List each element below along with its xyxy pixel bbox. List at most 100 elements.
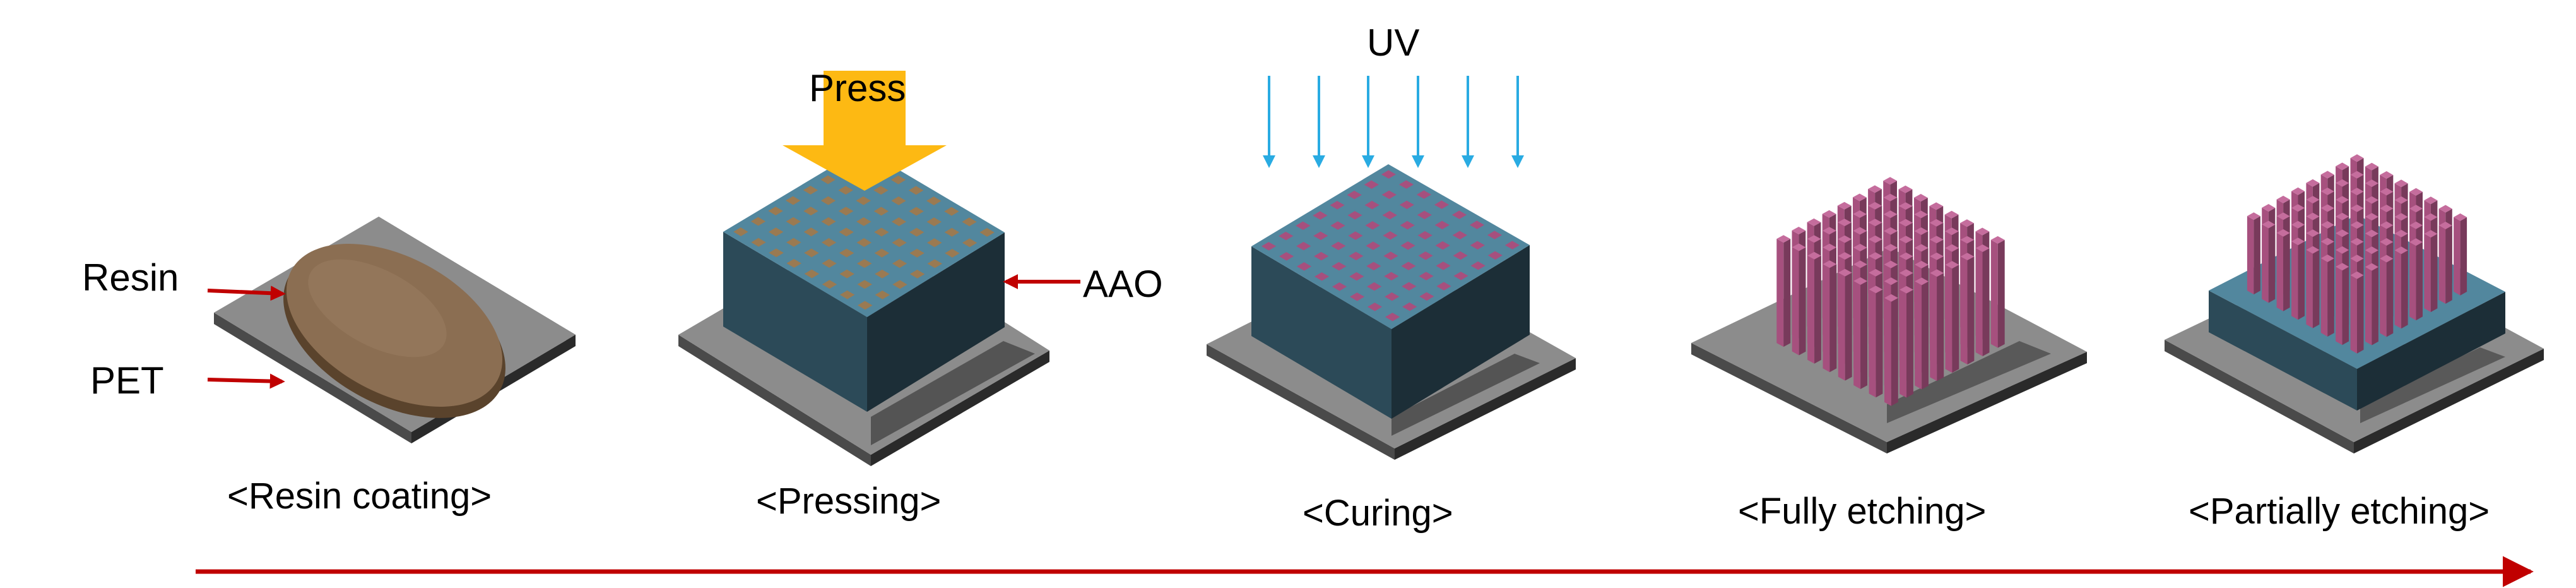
pillar	[2350, 221, 2364, 229]
pillar	[1914, 194, 1928, 201]
pillar	[2276, 212, 2290, 220]
pillar	[2298, 241, 2305, 320]
pillar	[1899, 219, 1913, 227]
pore	[892, 238, 907, 248]
pillar	[1807, 218, 1821, 226]
pore	[1383, 231, 1398, 240]
pore	[1436, 282, 1451, 291]
pore	[1402, 302, 1417, 311]
pillar	[1869, 285, 1883, 294]
pore	[1381, 170, 1396, 179]
pillar	[1922, 281, 1929, 390]
pillar	[2438, 225, 2446, 304]
aao-block	[1251, 164, 1530, 419]
pillar	[1884, 227, 1898, 235]
pillar	[1868, 201, 1882, 210]
pillar	[1823, 227, 1836, 235]
pore	[1385, 292, 1400, 301]
pillar	[1883, 193, 1898, 201]
pillar	[2336, 212, 2349, 220]
pillar	[2365, 179, 2378, 188]
pillar	[1975, 248, 1983, 356]
pillar	[1823, 260, 1837, 268]
pore	[1400, 220, 1415, 230]
pore	[803, 207, 818, 216]
pore	[838, 186, 853, 195]
pore	[927, 238, 942, 248]
pillar	[1860, 281, 1867, 389]
pillar	[2430, 234, 2438, 313]
pore	[820, 175, 836, 184]
pore	[909, 270, 925, 279]
pillar	[1990, 236, 2005, 244]
pillar	[2254, 216, 2260, 295]
pillar	[1915, 277, 1929, 285]
pillar	[2268, 224, 2276, 303]
pillar	[2306, 179, 2320, 187]
pillar	[1884, 277, 1898, 285]
pillar	[2320, 237, 2334, 246]
pore	[1347, 190, 1362, 200]
pore	[1453, 251, 1468, 260]
pore	[1348, 231, 1363, 240]
pillar	[1930, 252, 1944, 260]
pillar	[2394, 196, 2408, 204]
pillar	[2320, 258, 2328, 337]
pillar	[2416, 242, 2423, 321]
resin-nanopillars	[1776, 177, 2005, 406]
pillar	[1930, 273, 1937, 381]
pillar	[1975, 244, 1990, 252]
pillar	[1838, 268, 1852, 277]
pore	[1364, 180, 1379, 189]
pillar	[2291, 204, 2305, 212]
pillar	[2291, 220, 2305, 229]
pore	[750, 217, 766, 226]
uv-label: UV	[1367, 21, 1420, 64]
pillar	[2262, 204, 2276, 212]
pore	[890, 175, 906, 184]
pillar	[2424, 196, 2438, 205]
pointer-arrow-icon	[207, 373, 285, 389]
pore	[874, 248, 890, 258]
pillar	[2320, 221, 2334, 229]
pore	[751, 237, 766, 247]
step-caption-partially-etching: <Partially etching>	[2189, 491, 2490, 532]
pore	[1364, 200, 1380, 210]
pillar	[2365, 263, 2378, 271]
pore	[1366, 241, 1381, 250]
pore	[891, 217, 907, 226]
pillar	[1845, 272, 1852, 381]
pillar	[1776, 235, 1791, 243]
pillar	[2350, 271, 2364, 279]
pore	[1452, 231, 1467, 240]
pillar	[1853, 277, 1867, 285]
pore	[1330, 201, 1345, 210]
pillar	[2350, 275, 2357, 354]
pillar	[2394, 250, 2402, 329]
step-caption-pressing: <Pressing>	[756, 481, 942, 522]
pillar	[2262, 220, 2276, 229]
pore	[926, 217, 942, 227]
pillar	[1982, 248, 1990, 356]
pillar	[1807, 251, 1821, 260]
pore	[1296, 221, 1311, 231]
pillar	[2438, 222, 2452, 229]
pore	[768, 207, 783, 215]
pillar	[1899, 236, 1913, 244]
pillar	[2291, 187, 2305, 195]
pillar	[2454, 213, 2467, 221]
pointer-arrow-icon	[207, 285, 286, 301]
pillar	[2424, 234, 2431, 313]
pore	[1402, 282, 1417, 291]
pillar	[2424, 213, 2438, 221]
pore	[839, 227, 854, 237]
pore	[1382, 210, 1397, 220]
pore	[803, 186, 818, 195]
pore	[804, 248, 819, 258]
pillar	[2365, 196, 2378, 204]
pillar	[1898, 185, 1913, 193]
pore	[1279, 252, 1294, 261]
pore	[1434, 200, 1449, 209]
pore	[1469, 220, 1484, 229]
pillar	[1898, 202, 1913, 210]
